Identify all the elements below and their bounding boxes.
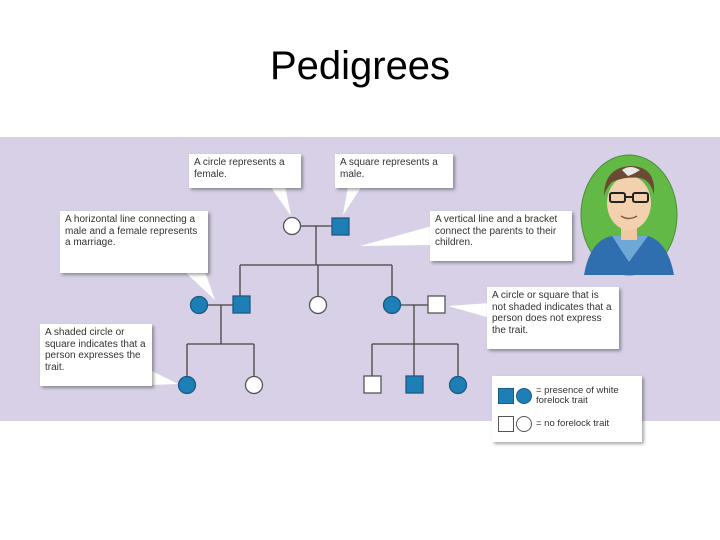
gen3-male-unaffected [363,375,382,394]
legend-row-absent: = no forelock trait [498,414,628,434]
pedigree-individuals [177,216,468,395]
legend-empty-square-icon [498,416,514,432]
gen3-male-affected [405,375,424,394]
page-title: Pedigrees [269,44,451,88]
gen3-female-affected-right [448,375,468,395]
legend-present-label: = presence of white forelock trait [536,385,619,406]
legend-filled-circle-icon [516,388,532,404]
callout-not-shaded: A circle or square that is not shaded in… [487,287,619,349]
legend-absent-label: = no forelock trait [536,418,610,429]
legend-row-present: = presence of white forelock trait [498,386,628,406]
callout-circle-female: A circle represents a female. [189,154,301,188]
legend-filled-square-icon [498,388,514,404]
gen2-male-unaffected [427,295,446,314]
gen2-female-unaffected [308,295,328,315]
callout-vertical-line: A vertical line and a bracket connect th… [430,211,572,261]
legend: = presence of white forelock trait = no … [492,376,642,442]
callout-shaded: A shaded circle or square indicates that… [40,324,152,386]
gen2-female-affected [189,295,209,315]
gen1-male-affected [331,217,350,236]
gen3-female-unaffected-left [244,375,264,395]
callout-pointers [150,186,490,385]
scientist-portrait-icon [580,154,678,276]
gen2-female-affected-right [382,295,402,315]
gen1-female-unaffected [282,216,302,236]
pedigree-lines [186,225,459,376]
callout-square-male: A square represents a male. [335,154,453,188]
gen3-female-affected-left [177,375,197,395]
legend-empty-circle-icon [516,416,532,432]
gen2-male-affected [232,295,251,314]
callout-horizontal-line: A horizontal line connecting a male and … [60,211,208,273]
